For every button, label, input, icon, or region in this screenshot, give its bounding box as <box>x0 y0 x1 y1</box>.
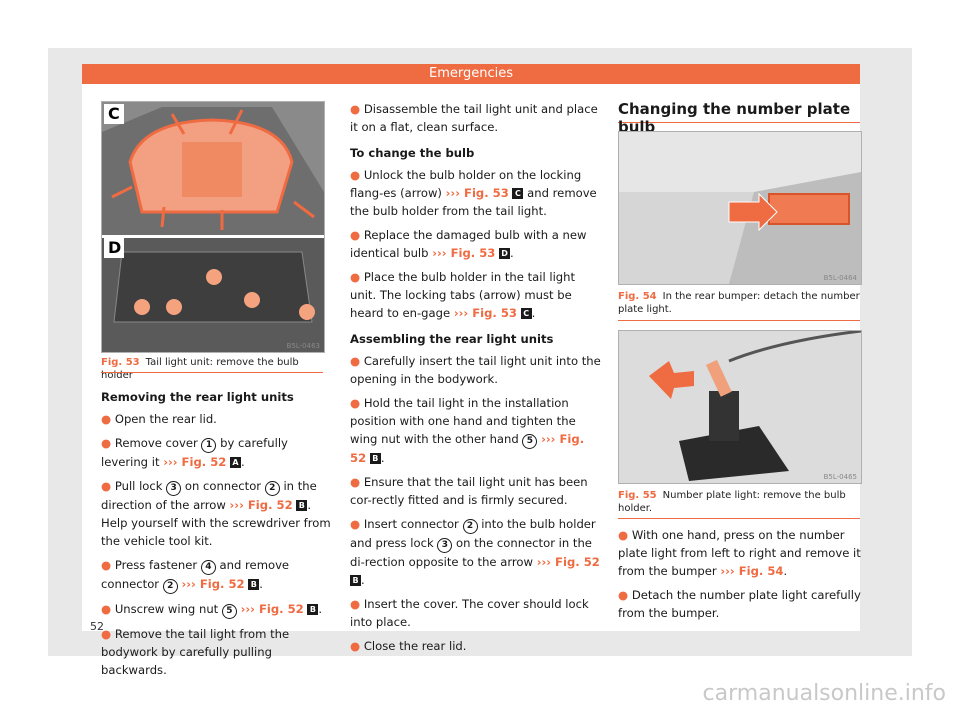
figure-code: B5L-0465 <box>823 473 857 481</box>
section-title: Changing the number plate bulb <box>618 100 860 136</box>
step: ● Unscrew wing nut 5 ››› Fig. 52 B. <box>101 600 335 619</box>
chapter-header: Emergencies <box>82 64 860 84</box>
step: ● Insert the cover. The cover should loc… <box>350 597 589 629</box>
caption-rule <box>101 372 323 373</box>
caption-rule <box>618 320 860 321</box>
figure-reference-link[interactable]: ››› Fig. 52 <box>163 455 227 469</box>
column-1: Removing the rear light units ● Open the… <box>101 380 335 685</box>
caption-text: Number plate light: remove the bulb hold… <box>618 490 846 514</box>
figure-reference-link[interactable]: ››› Fig. 52 <box>240 602 304 616</box>
figure-reference-link[interactable]: ››› Fig. 53 <box>445 186 509 200</box>
step: ● Hold the tail light in the installatio… <box>350 396 585 465</box>
section-heading: Removing the rear light units <box>101 390 294 404</box>
step: ● Carefully insert the tail light unit i… <box>350 354 601 386</box>
step: ● Unlock the bulb holder on the locking … <box>350 168 597 218</box>
bumper-illustration <box>619 132 861 284</box>
watermark: carmanualsonline.info <box>702 681 946 706</box>
figure-reference-link[interactable]: ››› Fig. 52 <box>181 577 245 591</box>
step: ● Place the bulb holder in the tail ligh… <box>350 270 576 320</box>
caption-text: In the rear bumper: detach the number pl… <box>618 291 860 315</box>
figure-reference-link[interactable]: ››› Fig. 53 <box>432 246 496 260</box>
step: ● Pull lock 3 on connector 2 in the dire… <box>101 479 331 548</box>
step: ● With one hand, press on the number pla… <box>618 528 861 578</box>
step: ● Disassemble the tail light unit and pl… <box>350 102 598 134</box>
figure-reference-link[interactable]: ››› Fig. 52 <box>350 432 585 465</box>
figure-label-c: C <box>108 104 120 123</box>
figure-55: B5L-0465 <box>618 330 862 484</box>
tail-light-illustration <box>102 102 324 352</box>
figure-53: C D B5L-0463 <box>101 101 325 353</box>
step: ● Ensure that the tail light unit has be… <box>350 475 588 507</box>
step: ● Replace the damaged bulb with a new id… <box>350 228 587 260</box>
figure-code: B5L-0464 <box>823 274 857 282</box>
figure-54: B5L-0464 <box>618 131 862 285</box>
step: ● Close the rear lid. <box>350 639 467 653</box>
step: ● Open the rear lid. <box>101 412 217 426</box>
step: ● Remove cover 1 by carefully levering i… <box>101 436 288 469</box>
section-heading: To change the bulb <box>350 146 475 160</box>
figure-reference-link[interactable]: ››› Fig. 54 <box>720 564 784 578</box>
figure-number: Fig. 54 <box>618 291 657 302</box>
callout-number: 1 <box>201 438 217 453</box>
caption-rule <box>618 518 860 519</box>
figure-reference-link[interactable]: ››› Fig. 52 <box>536 555 600 569</box>
section-heading: Assembling the rear light units <box>350 332 554 346</box>
page-number: 52 <box>90 620 104 633</box>
figure-reference-link[interactable]: ››› Fig. 52 <box>229 498 293 512</box>
column-3: ● With one hand, press on the number pla… <box>618 526 862 628</box>
figure-number: Fig. 55 <box>618 490 657 501</box>
step: ● Remove the tail light from the bodywor… <box>101 627 290 677</box>
number-plate-light-illustration <box>649 331 861 481</box>
figure-label-d: D <box>108 238 122 257</box>
column-2: ● Disassemble the tail light unit and pl… <box>350 100 602 661</box>
caption-text: Tail light unit: remove the bulb holder <box>101 357 299 381</box>
step: ● Detach the number plate light carefull… <box>618 588 861 620</box>
step: ● Press fastener 4 and remove connector … <box>101 556 335 594</box>
figure-reference-link[interactable]: ››› Fig. 53 <box>453 306 517 320</box>
figure-code: B5L-0463 <box>286 342 320 350</box>
step: ● Insert connector 2 into the bulb holde… <box>350 517 600 587</box>
figure-number: Fig. 53 <box>101 357 140 368</box>
